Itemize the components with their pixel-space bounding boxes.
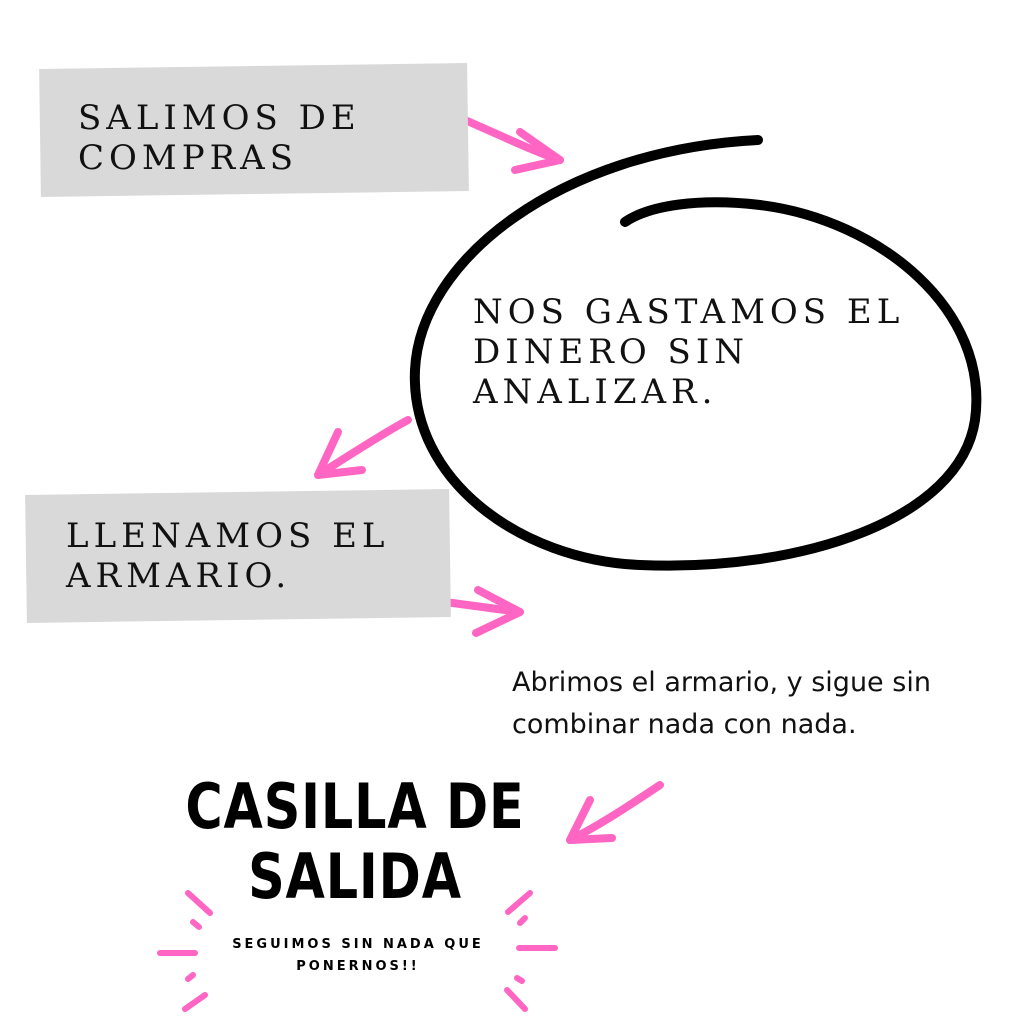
result-title-line: SALIDA: [248, 840, 462, 913]
step4-line: combinar nada con nada.: [512, 709, 857, 740]
step2-text: NOS GASTAMOS EL DINERO SIN ANALIZAR.: [473, 292, 904, 412]
step3-line: ARMARIO.: [66, 556, 292, 596]
step4-text: Abrimos el armario, y sigue sin combinar…: [512, 662, 931, 746]
arrow-icon-1: [461, 116, 564, 174]
arrow-icon-4: [566, 781, 664, 844]
result-subtitle: SEGUIMOS SIN NADA QUE PONERNOS!!: [200, 934, 516, 978]
step3-text: LLENAMOS EL ARMARIO.: [66, 516, 389, 596]
step2-line: NOS GASTAMOS EL: [473, 292, 905, 332]
step2-line: ANALIZAR.: [473, 372, 718, 412]
step1-line: SALIMOS DE: [78, 98, 361, 138]
step1-line: COMPRAS: [78, 138, 299, 178]
circle-scribble: [409, 135, 982, 571]
step4-line: Abrimos el armario, y sigue sin: [512, 667, 931, 698]
step1-text: SALIMOS DE COMPRAS: [78, 98, 361, 178]
result-subtitle-line: PONERNOS!!: [296, 959, 420, 974]
step2-line: DINERO SIN: [473, 332, 750, 372]
result-title: CASILLA DE SALIDA: [171, 772, 540, 912]
burst-lines: [157, 890, 558, 1012]
result-subtitle-line: SEGUIMOS SIN NADA QUE: [232, 937, 484, 952]
result-title-line: CASILLA DE: [185, 770, 525, 843]
arrow-icon-2: [314, 416, 412, 479]
step3-line: LLENAMOS EL: [66, 516, 390, 556]
